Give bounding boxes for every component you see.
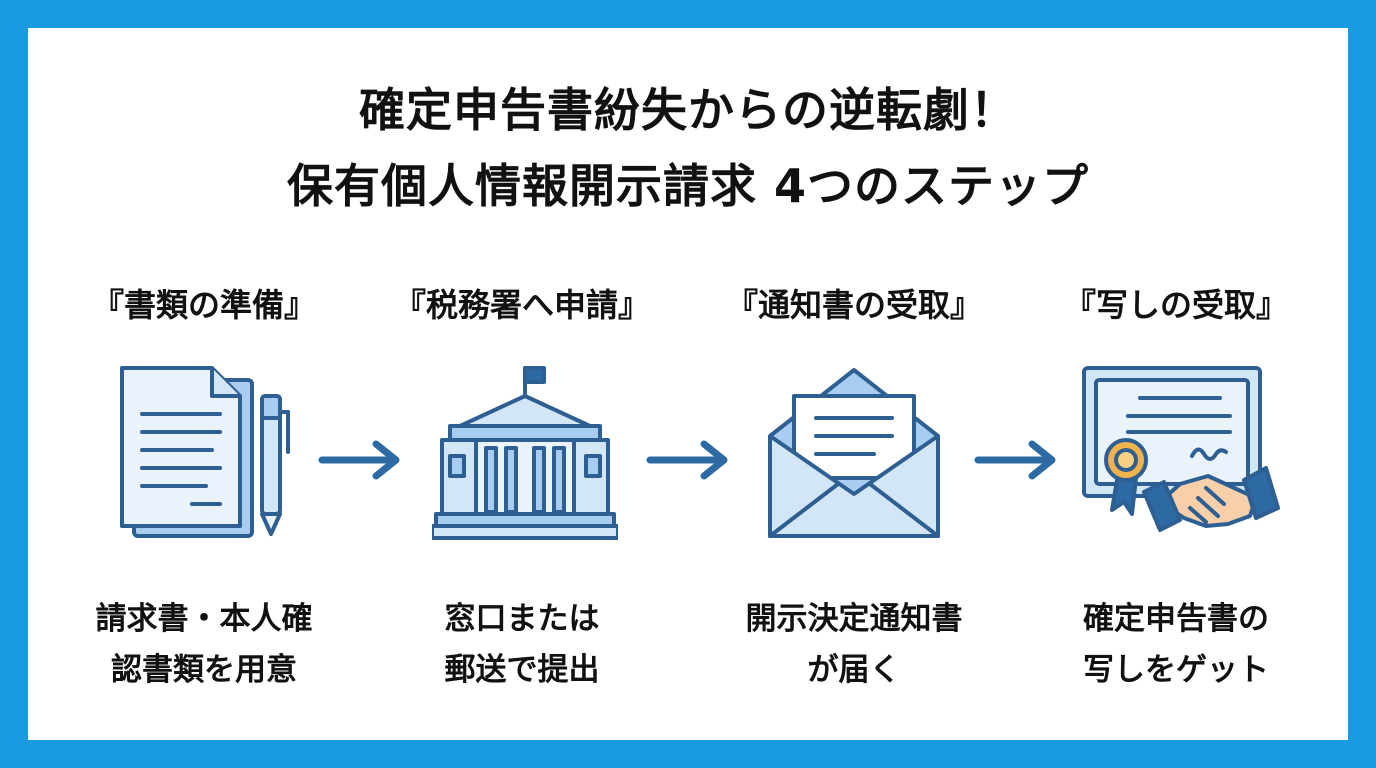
certificate-handshake-icon bbox=[1082, 366, 1280, 532]
document-pen-icon bbox=[120, 366, 290, 538]
open-envelope-icon bbox=[768, 368, 940, 538]
step-3-description: 開示決定通知書 が届く bbox=[745, 601, 963, 688]
title-line-1: 確定申告書紛失からの逆転劇！ bbox=[359, 83, 1017, 137]
government-building-icon bbox=[432, 366, 618, 540]
arrow-right-icon bbox=[646, 440, 728, 480]
step-3-label: 『通知書の受取』 bbox=[725, 286, 982, 324]
step-2-description: 窓口または 郵送で提出 bbox=[444, 601, 600, 688]
step-1-label: 『書類の準備』 bbox=[91, 286, 316, 324]
title-line-2: 保有個人情報開示請求 4つのステップ bbox=[286, 159, 1090, 213]
step-2-label: 『税務署へ申請』 bbox=[393, 286, 650, 324]
arrow-right-icon bbox=[318, 440, 400, 480]
step-4-description: 確定申告書の 写しをゲット bbox=[1083, 601, 1269, 688]
arrow-right-icon bbox=[974, 440, 1056, 480]
step-4-label: 『写しの受取』 bbox=[1063, 286, 1288, 324]
step-1-description: 請求書・本人確 認書類を用意 bbox=[95, 601, 313, 688]
